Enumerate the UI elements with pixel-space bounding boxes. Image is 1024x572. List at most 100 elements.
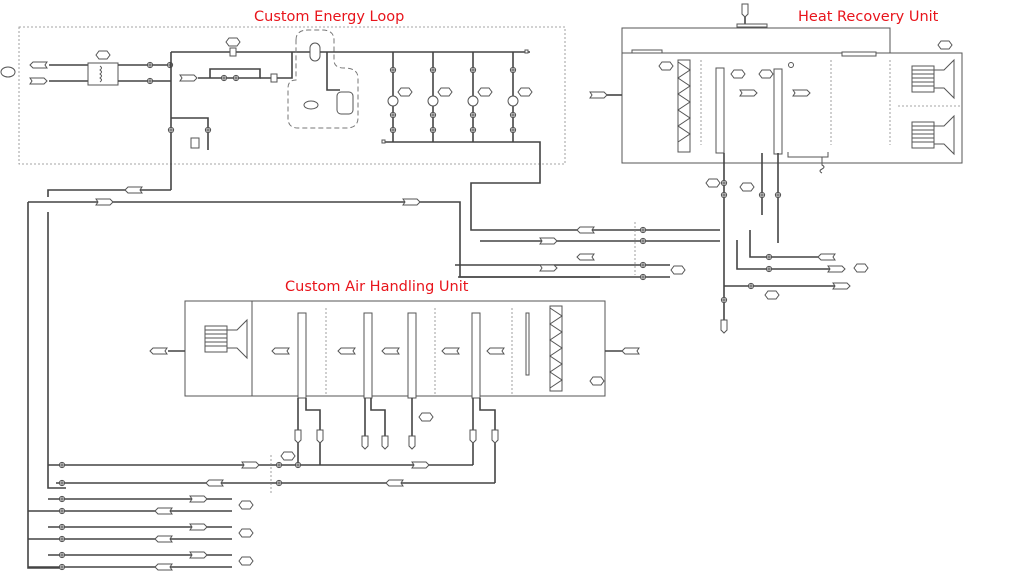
valve[interactable] <box>58 507 66 515</box>
check-valve[interactable] <box>469 111 477 119</box>
outside-air-damper[interactable] <box>736 23 768 28</box>
valve[interactable] <box>389 126 397 134</box>
pump-3[interactable] <box>467 52 493 142</box>
valve[interactable] <box>720 191 728 199</box>
valve[interactable] <box>58 461 66 469</box>
branch-group <box>28 523 254 543</box>
valve[interactable] <box>639 273 647 281</box>
pump-2[interactable] <box>427 52 453 142</box>
pipe-tag-return[interactable] <box>817 253 836 261</box>
pipe-tag-supply[interactable] <box>832 282 851 290</box>
offpage-tag <box>670 265 686 275</box>
airflow-tag <box>621 347 640 355</box>
valve[interactable] <box>774 191 782 199</box>
valve[interactable] <box>429 126 437 134</box>
heat-recovery-section <box>589 3 963 334</box>
pump-icon <box>467 95 479 107</box>
pipe-tag-supply[interactable] <box>539 237 558 245</box>
pipe-tag-return[interactable] <box>29 77 48 85</box>
valve[interactable] <box>275 479 283 487</box>
airflow-tag <box>149 347 168 355</box>
pipe-tag-supply[interactable] <box>241 461 260 469</box>
valve[interactable] <box>58 523 66 531</box>
ahu-coil[interactable] <box>363 312 373 399</box>
exhaust-fan-2[interactable] <box>911 115 955 155</box>
valve[interactable] <box>469 66 477 74</box>
isolation-valve[interactable] <box>146 77 154 85</box>
expansion-tank[interactable] <box>190 137 200 149</box>
heat-recovery-coil[interactable] <box>715 67 725 154</box>
pump-1[interactable] <box>387 52 413 142</box>
pipe-tag-return[interactable] <box>576 226 595 234</box>
check-valve[interactable] <box>429 111 437 119</box>
pipe-tag-supply[interactable] <box>411 461 430 469</box>
air-separator[interactable] <box>309 42 321 62</box>
valve[interactable] <box>58 535 66 543</box>
flow-meter[interactable] <box>229 47 237 57</box>
pipe-tag-return[interactable] <box>124 186 143 194</box>
pipe-tag-supply[interactable] <box>189 551 208 559</box>
ahu-casing <box>184 300 606 397</box>
control-valve[interactable] <box>220 74 228 82</box>
valve[interactable] <box>58 551 66 559</box>
supply-fan[interactable] <box>204 319 248 359</box>
pipe-tag-return[interactable] <box>385 479 404 487</box>
pipe-tag-supply[interactable] <box>95 198 114 206</box>
heat-recovery-casing <box>621 52 963 164</box>
pipe-tag-return[interactable] <box>576 253 595 261</box>
branch-group <box>28 495 254 515</box>
check-valve[interactable] <box>509 111 517 119</box>
ahu-coil[interactable] <box>297 312 307 399</box>
valve[interactable] <box>275 461 283 469</box>
valve[interactable] <box>758 191 766 199</box>
bypass-damper[interactable] <box>631 49 663 54</box>
pipe-tag-return[interactable] <box>154 563 173 571</box>
pipe-tag-return[interactable] <box>154 507 173 515</box>
branch-group <box>28 551 254 571</box>
exhaust-fan-1[interactable] <box>911 59 955 99</box>
check-valve[interactable] <box>166 61 174 69</box>
isolation-valve[interactable] <box>146 61 154 69</box>
valve[interactable] <box>639 261 647 269</box>
pipe-tag-supply[interactable] <box>402 198 421 206</box>
buffer-tank[interactable] <box>336 91 354 115</box>
pump-4[interactable] <box>507 52 533 142</box>
valve[interactable] <box>509 126 517 134</box>
ahu-coil[interactable] <box>471 312 481 399</box>
valve[interactable] <box>167 126 175 134</box>
branch-groups <box>28 495 254 571</box>
outside-air-hood[interactable] <box>741 3 749 18</box>
valve[interactable] <box>469 126 477 134</box>
ahu-coil[interactable] <box>407 312 417 399</box>
flow-meter[interactable] <box>270 73 278 83</box>
valve[interactable] <box>429 66 437 74</box>
standby-valve[interactable] <box>720 179 728 187</box>
valve[interactable] <box>389 66 397 74</box>
valve[interactable] <box>765 253 773 261</box>
pipe-tag-return[interactable] <box>205 479 224 487</box>
valve[interactable] <box>639 226 647 234</box>
valve[interactable] <box>509 66 517 74</box>
valve[interactable] <box>58 479 66 487</box>
control-valve[interactable] <box>294 461 302 469</box>
valve[interactable] <box>204 126 212 134</box>
pipe-tag-supply[interactable] <box>539 264 558 272</box>
control-valve[interactable] <box>232 74 240 82</box>
valve[interactable] <box>58 495 66 503</box>
pipe-tag-supply[interactable] <box>827 265 846 273</box>
pipe-tag-supply[interactable] <box>179 74 198 82</box>
pipe-tag-return[interactable] <box>154 535 173 543</box>
heat-exchanger[interactable] <box>87 62 119 86</box>
heat-recovery-coil[interactable] <box>773 68 783 155</box>
check-valve[interactable] <box>389 111 397 119</box>
valve[interactable] <box>765 265 773 273</box>
valve[interactable] <box>639 237 647 245</box>
loop-offpage-tag <box>0 66 16 78</box>
air-handling-section <box>48 300 640 495</box>
valve[interactable] <box>58 563 66 571</box>
valve[interactable] <box>747 282 755 290</box>
pipe-tag-supply[interactable] <box>29 61 48 69</box>
pipe-tag-supply[interactable] <box>189 495 208 503</box>
pipe-tag-supply[interactable] <box>189 523 208 531</box>
valve[interactable] <box>720 296 728 304</box>
